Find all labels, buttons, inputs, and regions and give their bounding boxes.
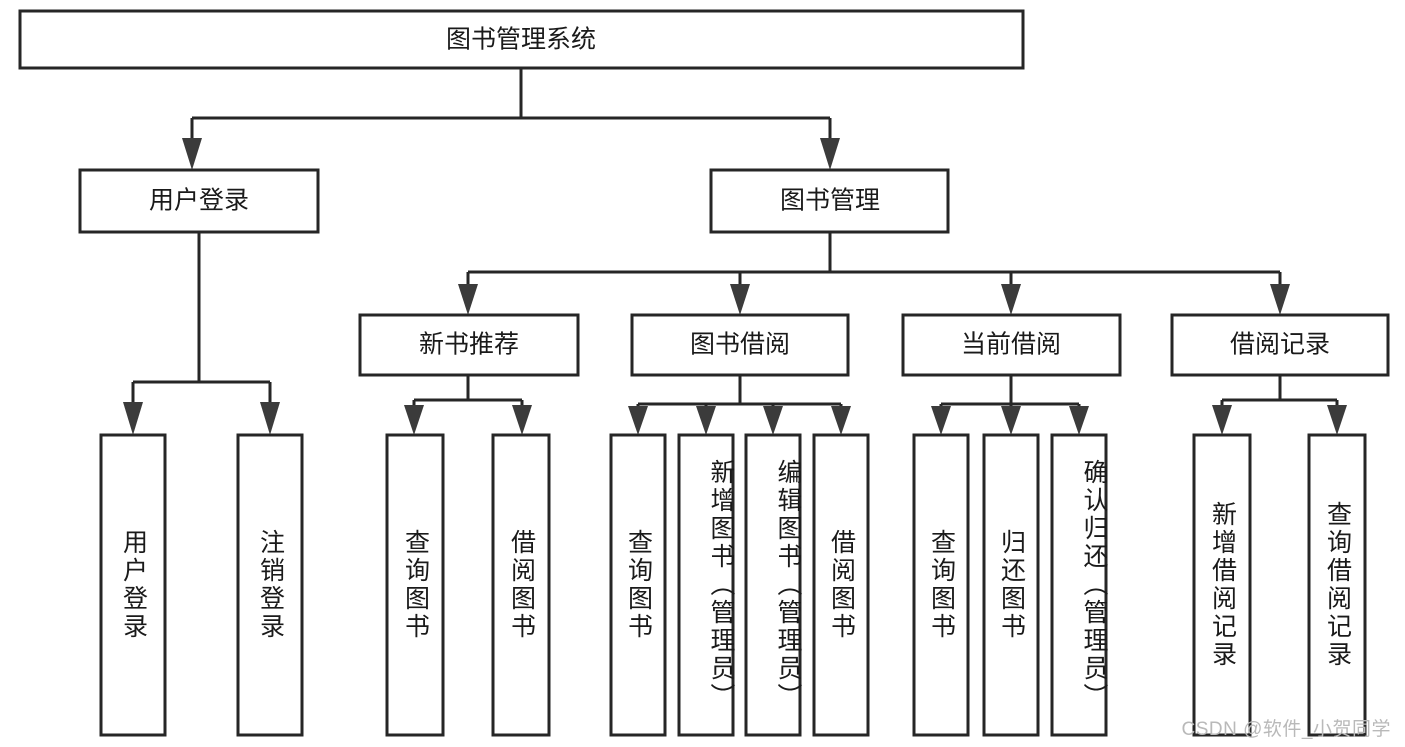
node-root-system[interactable]: 图书管理系统 — [18, 9, 1025, 70]
connector-group-newbook-to-leaves — [404, 375, 532, 435]
leaf-box-borrowrecord-add[interactable] — [1192, 433, 1252, 737]
node-new-book-recommend-box[interactable] — [358, 313, 580, 377]
node-book-borrow-label: 图书借阅 — [690, 331, 790, 359]
leaf-boxes-book-borrow — [609, 433, 870, 737]
connector-group-userlogin-to-leaves — [123, 232, 280, 435]
connector-group-bookborrow-to-leaves — [628, 375, 851, 435]
leaf-box-newbook-borrow[interactable] — [491, 433, 551, 737]
node-root-system-label: 图书管理系统 — [446, 26, 596, 54]
leaf-box-currentborrow-return[interactable] — [982, 433, 1040, 737]
leaf-boxes-user-login — [99, 433, 304, 737]
connector-group-borrowrecord-to-leaves — [1212, 375, 1347, 435]
node-new-book-recommend[interactable]: 新书推荐 — [358, 313, 580, 377]
leaf-boxes-current-borrow — [912, 433, 1108, 737]
node-user-login-box[interactable] — [78, 168, 320, 234]
leaf-box-bookborrow-query[interactable] — [609, 433, 667, 737]
node-new-book-recommend-label: 新书推荐 — [419, 331, 519, 359]
node-book-borrow-box[interactable] — [630, 313, 850, 377]
connector-group-currentborrow-to-leaves — [931, 375, 1089, 435]
leaf-box-borrowrecord-query[interactable] — [1307, 433, 1367, 737]
node-root-system-box[interactable] — [18, 9, 1025, 70]
leaf-box-bookborrow-edit[interactable] — [744, 433, 802, 737]
csdn-watermark: CSDN @软件_小贺同学 — [1181, 719, 1391, 740]
leaf-box-currentborrow-confirm[interactable] — [1050, 433, 1108, 737]
node-borrow-record-label: 借阅记录 — [1230, 331, 1330, 359]
node-current-borrow-box[interactable] — [901, 313, 1122, 377]
node-book-borrow[interactable]: 图书借阅 — [630, 313, 850, 377]
node-borrow-record-box[interactable] — [1170, 313, 1390, 377]
node-user-login[interactable]: 用户登录 — [78, 168, 320, 234]
leaf-box-user-login-login[interactable] — [99, 433, 167, 737]
leaf-boxes-borrow-record — [1192, 433, 1367, 737]
leaf-box-newbook-query[interactable] — [385, 433, 445, 737]
node-borrow-record[interactable]: 借阅记录 — [1170, 313, 1390, 377]
node-book-management-label: 图书管理 — [780, 187, 880, 215]
connector-group-root-to-level2 — [182, 68, 840, 170]
node-book-management[interactable]: 图书管理 — [709, 168, 950, 234]
leaf-box-bookborrow-borrow[interactable] — [812, 433, 870, 737]
leaf-box-currentborrow-query[interactable] — [912, 433, 970, 737]
node-current-borrow[interactable]: 当前借阅 — [901, 313, 1122, 377]
connector-group-bookmgmt-to-level3 — [458, 232, 1290, 315]
leaf-box-user-login-logout[interactable] — [236, 433, 304, 737]
leaf-box-bookborrow-add[interactable] — [677, 433, 735, 737]
node-current-borrow-label: 当前借阅 — [961, 331, 1061, 359]
node-user-login-label: 用户登录 — [149, 187, 249, 215]
node-book-management-box[interactable] — [709, 168, 950, 234]
leaf-boxes-new-book-recommend — [385, 433, 551, 737]
